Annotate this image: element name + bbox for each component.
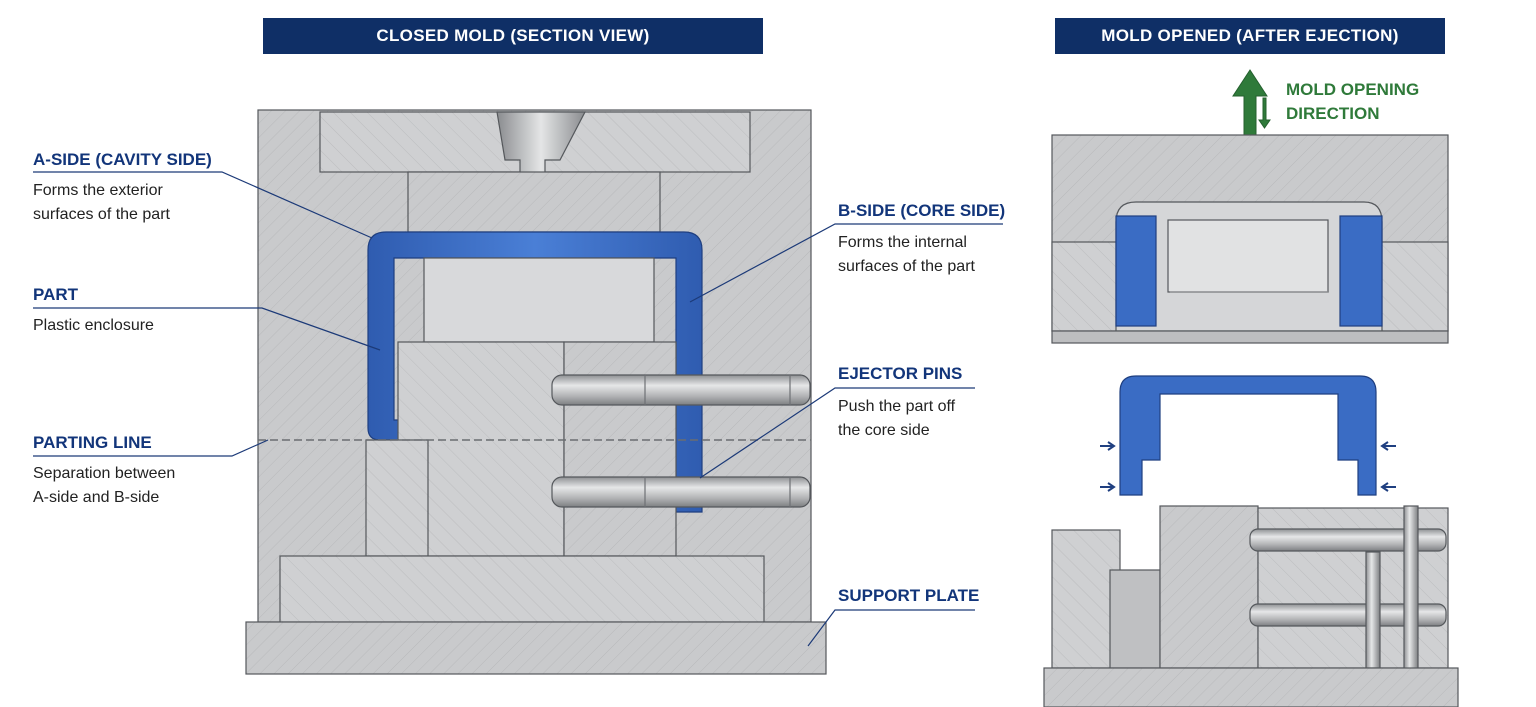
- base-plate: [245, 621, 827, 675]
- opening-direction-label: MOLD OPENING DIRECTION: [1286, 78, 1419, 126]
- leader-part: [33, 307, 381, 351]
- opened-b-half: [1043, 505, 1459, 707]
- parting-line-desc-line-1: Separation between: [33, 465, 176, 482]
- ejector-pins-desc: Push the part off the core side: [838, 395, 955, 443]
- part-desc: Plastic enclosure: [33, 317, 154, 334]
- part-arrows: [1100, 441, 1396, 492]
- parting-line-desc: Separation between A-side and B-side: [33, 462, 175, 510]
- part-enclosure: [367, 231, 703, 513]
- opening-direction-line-1: MOLD OPENING: [1286, 80, 1420, 99]
- leader-parting-line: [33, 439, 269, 457]
- closed-mold-header: CLOSED MOLD (SECTION VIEW): [263, 18, 763, 54]
- core-block-right: [563, 341, 677, 557]
- a-side-desc-line-2: surfaces of the part: [33, 206, 170, 223]
- a-side-title: A-SIDE (CAVITY SIDE): [33, 150, 212, 169]
- ejector-pins-desc-line-2: the core side: [838, 422, 930, 439]
- leader-lines: [33, 171, 1003, 647]
- leader-a-side: [33, 171, 373, 239]
- a-side-desc: Forms the exterior surfaces of the part: [33, 179, 170, 227]
- ejected-part: [1119, 375, 1377, 496]
- ejector-pins-title: EJECTOR PINS: [838, 364, 963, 383]
- ejector-pins-desc-line-1: Push the part off: [838, 398, 956, 415]
- parting-line-desc-line-2: A-side and B-side: [33, 489, 160, 506]
- leader-support-plate: [807, 609, 975, 647]
- ejector-pin-lower: [551, 476, 811, 508]
- a-side-desc-line-1: Forms the exterior: [33, 182, 163, 199]
- b-side-desc-line-1: Forms the internal: [838, 234, 967, 251]
- leader-ejector-pins: [699, 387, 975, 479]
- opening-direction-line-2: DIRECTION: [1286, 104, 1380, 123]
- opened-a-half: [1051, 134, 1449, 344]
- ejector-pin-upper: [551, 374, 811, 406]
- b-side-desc: Forms the internal surfaces of the part: [838, 231, 975, 279]
- b-side-title: B-SIDE (CORE SIDE): [838, 201, 1006, 220]
- mold-opened-header: MOLD OPENED (AFTER EJECTION): [1055, 18, 1445, 54]
- lower-insert: [365, 439, 429, 557]
- leader-b-side: [689, 223, 1003, 303]
- support-plate-title: SUPPORT PLATE: [838, 586, 980, 605]
- closed-mold: [245, 109, 827, 675]
- parting-line-title: PARTING LINE: [33, 433, 152, 452]
- part-title: PART: [33, 285, 79, 304]
- support-plate: [279, 555, 765, 623]
- cavity-space: [423, 257, 655, 343]
- a-plate-insert: [407, 171, 661, 233]
- b-side-desc-line-2: surfaces of the part: [838, 258, 975, 275]
